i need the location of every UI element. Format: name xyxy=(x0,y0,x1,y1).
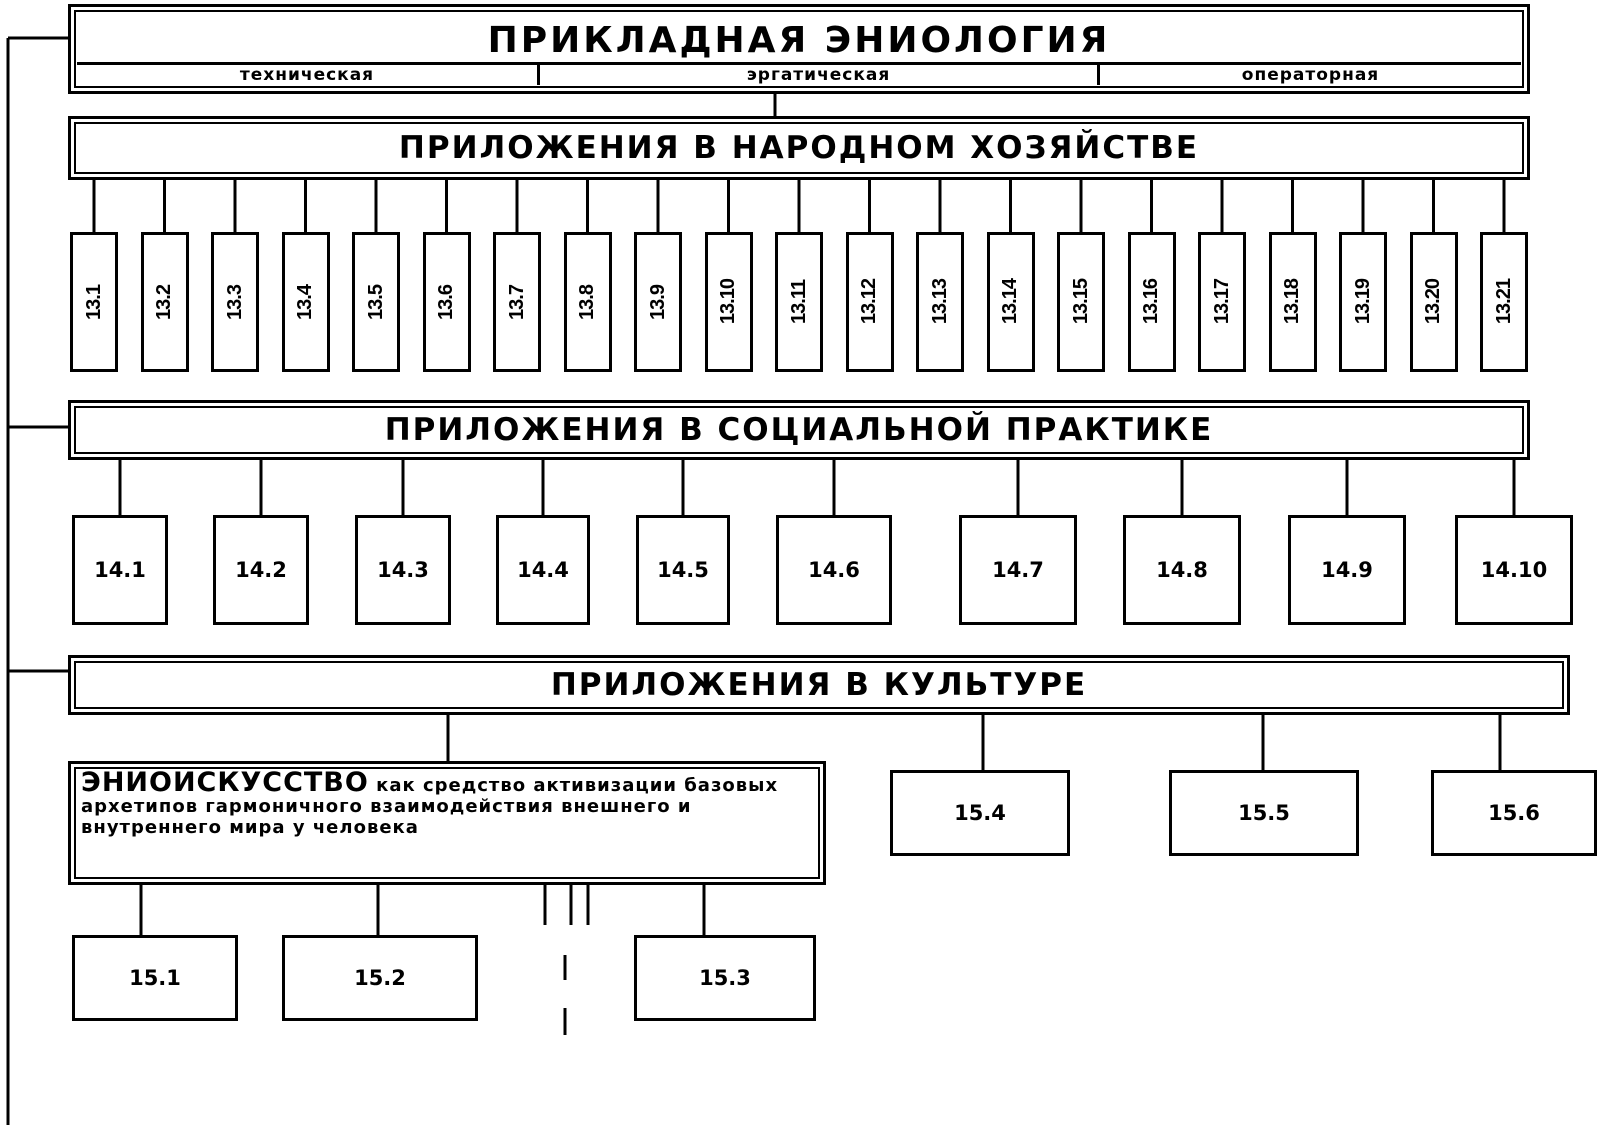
item-15-2-label: 15.2 xyxy=(354,966,406,990)
item-13-4: 13.4 xyxy=(281,232,330,372)
item-13-2-label: 13.2 xyxy=(153,284,175,320)
item-13-18-label: 13.18 xyxy=(1281,279,1303,325)
item-15-3: 15.3 xyxy=(634,935,816,1021)
item-13-1: 13.1 xyxy=(70,232,118,372)
main-title: ПРИКЛАДНАЯ ЭНИОЛОГИЯ xyxy=(487,19,1111,61)
item-14-10-label: 14.10 xyxy=(1480,558,1548,582)
item-13-15-label: 13.15 xyxy=(1069,279,1092,325)
item-13-7: 13.7 xyxy=(493,232,541,372)
item-15-6: 15.6 xyxy=(1431,770,1597,856)
subtitle-ergatic: эргатическая xyxy=(537,65,1097,85)
item-13-20-label: 13.20 xyxy=(1422,279,1444,325)
item-13-12: 13.12 xyxy=(845,232,894,372)
item-13-6: 13.6 xyxy=(422,232,471,372)
item-14-5: 14.5 xyxy=(636,515,730,625)
item-14-10: 14.10 xyxy=(1455,515,1573,625)
item-13-9-label: 13.9 xyxy=(646,284,669,320)
item-15-4-label: 15.4 xyxy=(954,801,1006,825)
item-15-1: 15.1 xyxy=(72,935,238,1021)
enioart-description: ЭНИОИСКУССТВО как средство активизации б… xyxy=(68,761,826,885)
item-13-8: 13.8 xyxy=(563,232,612,372)
section-13-banner: ПРИЛОЖЕНИЯ В НАРОДНОМ ХОЗЯЙСТВЕ xyxy=(68,116,1530,180)
section-15-banner: ПРИЛОЖЕНИЯ В КУЛЬТУРЕ xyxy=(68,655,1570,715)
item-13-20: 13.20 xyxy=(1409,232,1458,372)
item-13-8-label: 13.8 xyxy=(576,284,598,320)
item-13-16-label: 13.16 xyxy=(1140,279,1162,325)
item-14-2-label: 14.2 xyxy=(235,558,287,582)
item-14-8-label: 14.8 xyxy=(1156,558,1208,582)
item-13-19: 13.19 xyxy=(1339,232,1387,372)
item-13-19-label: 13.19 xyxy=(1351,279,1374,325)
item-14-1: 14.1 xyxy=(72,515,168,625)
section-14-banner: ПРИЛОЖЕНИЯ В СОЦИАЛЬНОЙ ПРАКТИКЕ xyxy=(68,400,1530,460)
item-15-6-label: 15.6 xyxy=(1488,801,1540,825)
item-14-9: 14.9 xyxy=(1288,515,1406,625)
item-14-4-label: 14.4 xyxy=(517,558,569,582)
item-13-15: 13.15 xyxy=(1057,232,1105,372)
item-15-5: 15.5 xyxy=(1169,770,1359,856)
item-13-5-label: 13.5 xyxy=(364,284,387,320)
item-13-6-label: 13.6 xyxy=(435,284,457,320)
item-13-21: 13.21 xyxy=(1480,232,1528,372)
item-14-1-label: 14.1 xyxy=(94,558,146,582)
subtitle-technical: техническая xyxy=(239,65,375,85)
item-13-17-label: 13.17 xyxy=(1210,279,1233,325)
subtitle-operator: операторная xyxy=(1097,65,1521,85)
item-13-11-label: 13.11 xyxy=(787,280,810,324)
item-15-3-label: 15.3 xyxy=(699,966,751,990)
item-13-5: 13.5 xyxy=(352,232,400,372)
item-14-9-label: 14.9 xyxy=(1321,558,1373,582)
item-13-17: 13.17 xyxy=(1198,232,1246,372)
item-14-6: 14.6 xyxy=(776,515,892,625)
item-13-3: 13.3 xyxy=(211,232,259,372)
item-15-2: 15.2 xyxy=(282,935,478,1021)
section-13-title: ПРИЛОЖЕНИЯ В НАРОДНОМ ХОЗЯЙСТВЕ xyxy=(398,130,1200,166)
item-13-14: 13.14 xyxy=(986,232,1035,372)
item-14-6-label: 14.6 xyxy=(808,558,860,582)
item-13-1-label: 13.1 xyxy=(82,284,105,320)
item-15-5-label: 15.5 xyxy=(1238,801,1290,825)
item-14-4: 14.4 xyxy=(496,515,590,625)
item-13-13-label: 13.13 xyxy=(928,279,951,325)
item-14-8: 14.8 xyxy=(1123,515,1241,625)
subtitle-row: техническая эргатическая операторная xyxy=(77,62,1521,85)
item-14-5-label: 14.5 xyxy=(657,558,709,582)
enioart-title: ЭНИОИСКУССТВО xyxy=(81,767,369,798)
item-15-4: 15.4 xyxy=(890,770,1070,856)
item-13-9: 13.9 xyxy=(634,232,682,372)
item-13-10: 13.10 xyxy=(704,232,753,372)
section-15-title: ПРИЛОЖЕНИЯ В КУЛЬТУРЕ xyxy=(550,667,1088,703)
item-14-7-label: 14.7 xyxy=(992,558,1044,582)
item-15-1-label: 15.1 xyxy=(129,966,181,990)
item-13-18: 13.18 xyxy=(1268,232,1317,372)
item-13-16: 13.16 xyxy=(1127,232,1176,372)
item-13-11: 13.11 xyxy=(775,232,823,372)
item-13-10-label: 13.10 xyxy=(717,279,739,325)
item-13-14-label: 13.14 xyxy=(999,279,1021,325)
item-13-4-label: 13.4 xyxy=(294,284,316,320)
main-title-block: ПРИКЛАДНАЯ ЭНИОЛОГИЯ техническая эргатич… xyxy=(68,4,1530,94)
item-13-21-label: 13.21 xyxy=(1492,279,1515,325)
item-14-3: 14.3 xyxy=(355,515,451,625)
enioart-text: как средство активизации базовых архетип… xyxy=(81,775,779,838)
item-13-3-label: 13.3 xyxy=(223,284,246,320)
section-14-title: ПРИЛОЖЕНИЯ В СОЦИАЛЬНОЙ ПРАКТИКЕ xyxy=(384,412,1214,448)
item-14-7: 14.7 xyxy=(959,515,1077,625)
item-13-7-label: 13.7 xyxy=(505,284,528,320)
item-13-13: 13.13 xyxy=(916,232,964,372)
item-13-12-label: 13.12 xyxy=(858,279,880,325)
item-13-2: 13.2 xyxy=(140,232,189,372)
item-14-2: 14.2 xyxy=(213,515,309,625)
item-14-3-label: 14.3 xyxy=(377,558,429,582)
